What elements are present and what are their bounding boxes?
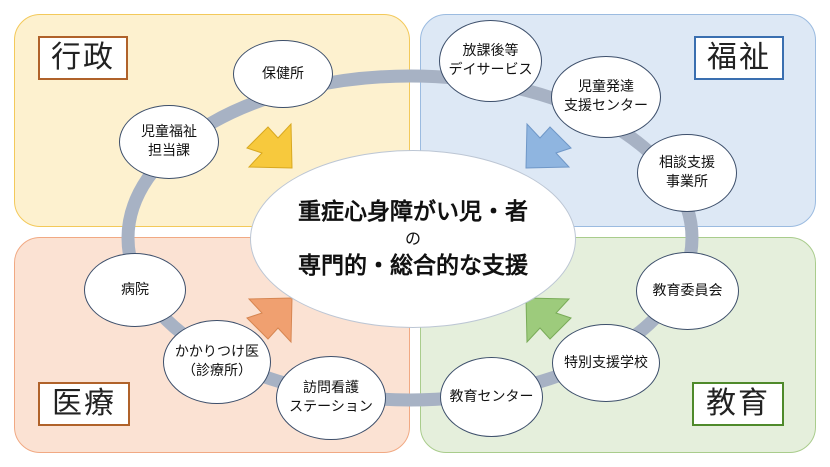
node-houmon: 訪問看護 ステーション [276,356,386,440]
quadrant-label-fukushi: 福祉 [694,36,784,80]
quadrant-label-iryo: 医療 [38,382,130,426]
arrow-gyosei [246,122,293,169]
node-byoin: 病院 [84,253,186,327]
node-kakaritsuke: かかりつけ医 （診療所） [163,320,271,404]
center-title-line3: 専門的・総合的な支援 [298,253,528,279]
node-jido-fukushi: 児童福祉 担当課 [119,105,219,179]
node-kyoiku-center: 教育センター [440,357,543,437]
arrow-iryo [246,297,293,344]
node-hokenjo: 保健所 [233,40,333,108]
center-title-line2: の [404,229,421,248]
arrow-kyoiku [525,297,572,344]
ring-connector [121,69,699,407]
quadrant-label-kyoiku: 教育 [692,382,784,426]
arrow-fukushi [525,122,572,169]
node-tokubetsu: 特別支援学校 [552,324,660,402]
central-support-ellipse: 重症心身障がい児・者 の 専門的・総合的な支援 [250,150,576,328]
node-houkago: 放課後等 デイサービス [439,20,542,102]
node-jido-hattatsu: 児童発達 支援センター [551,56,661,138]
node-kyoiku-iinkai: 教育委員会 [636,252,739,330]
quadrant-label-gyosei: 行政 [38,36,128,80]
center-title-line1: 重症心身障がい児・者 [298,199,528,225]
node-soudan: 相談支援 事業所 [637,134,737,212]
